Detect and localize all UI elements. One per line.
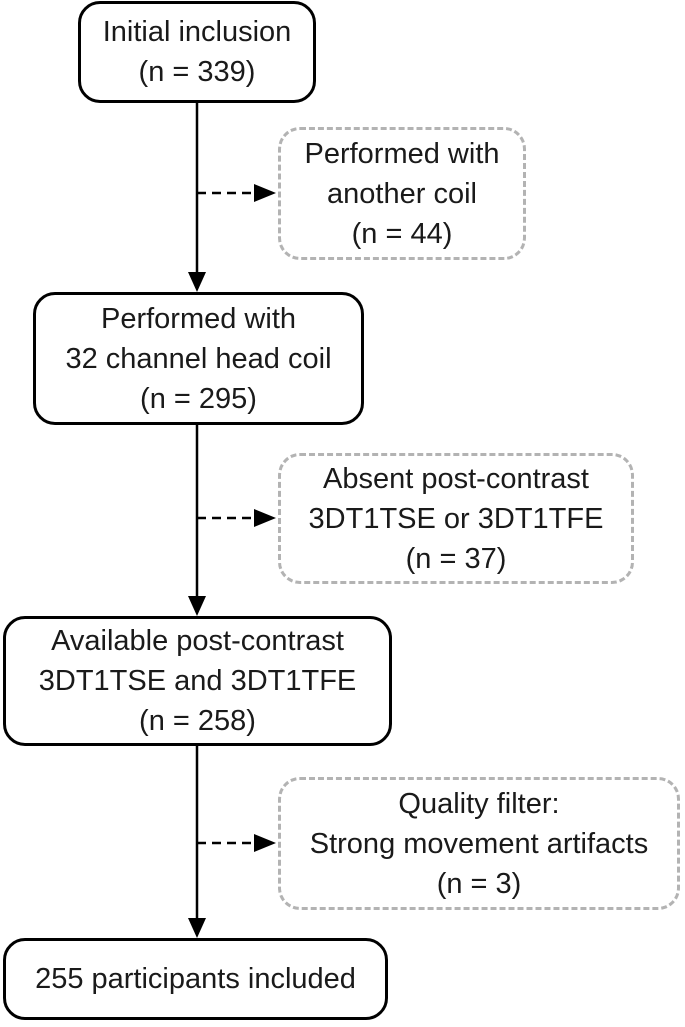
arrowhead-coil32 bbox=[188, 272, 206, 292]
excluded-absent-contrast-line1: Absent post-contrast bbox=[323, 462, 589, 495]
available-contrast-line2: 3DT1TSE and 3DT1TFE bbox=[38, 665, 357, 697]
available-contrast-count: (n = 258) bbox=[139, 705, 256, 737]
initial-inclusion-count: (n = 339) bbox=[138, 56, 256, 88]
excluded-quality-filter-count: (n = 3) bbox=[436, 867, 522, 900]
available-contrast-box: Available post-contrast 3DT1TSE and 3DT1… bbox=[3, 616, 392, 746]
head-coil-line1: Performed with bbox=[100, 302, 296, 335]
excluded-another-coil-count: (n = 44) bbox=[351, 217, 453, 250]
final-participants-label: 255 participants included bbox=[35, 963, 356, 995]
excluded-quality-filter-line2: Strong movement artifacts bbox=[309, 827, 649, 860]
excluded-quality-filter-line1: Quality filter: bbox=[398, 787, 560, 820]
arrowhead-excl-coil bbox=[254, 184, 276, 202]
arrowhead-excl-contrast bbox=[254, 509, 276, 527]
head-coil-line2: 32 channel head coil bbox=[65, 342, 332, 375]
arrowhead-final bbox=[188, 918, 206, 938]
arrowhead-excl-quality bbox=[254, 834, 276, 852]
excluded-absent-contrast-box: Absent post-contrast 3DT1TSE or 3DT1TFE … bbox=[278, 453, 634, 584]
excluded-another-coil-box: Performed with another coil (n = 44) bbox=[278, 127, 526, 260]
final-participants-box: 255 participants included bbox=[3, 938, 388, 1020]
arrowhead-available bbox=[188, 596, 206, 616]
initial-inclusion-label: Initial inclusion bbox=[102, 16, 292, 48]
initial-inclusion-box: Initial inclusion (n = 339) bbox=[78, 1, 316, 103]
excluded-another-coil-line1: Performed with bbox=[304, 137, 500, 170]
head-coil-box: Performed with 32 channel head coil (n =… bbox=[33, 292, 364, 425]
head-coil-count: (n = 295) bbox=[140, 382, 257, 415]
excluded-quality-filter-box: Quality filter: Strong movement artifact… bbox=[278, 777, 680, 910]
available-contrast-line1: Available post-contrast bbox=[51, 625, 344, 657]
excluded-absent-contrast-count: (n = 37) bbox=[405, 542, 507, 575]
excluded-absent-contrast-line2: 3DT1TSE or 3DT1TFE bbox=[308, 502, 604, 535]
excluded-another-coil-line2: another coil bbox=[327, 177, 477, 210]
